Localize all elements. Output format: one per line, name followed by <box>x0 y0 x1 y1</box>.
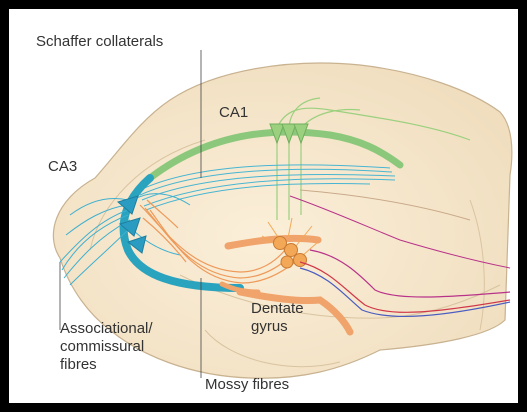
ca1-pyramidal-neurons <box>270 124 308 143</box>
label-associational-line2: commissural <box>60 338 144 356</box>
label-ca1: CA1 <box>219 104 248 122</box>
label-ca3: CA3 <box>48 158 77 176</box>
label-schaffer-collaterals: Schaffer collaterals <box>36 33 163 51</box>
label-associational-line1: Associational/ <box>60 320 153 338</box>
label-mossy-fibres: Mossy fibres <box>205 376 289 394</box>
label-associational-line3: fibres <box>60 356 97 374</box>
label-dentate-gyrus-line1: Dentate <box>251 300 304 318</box>
label-dentate-gyrus-line2: gyrus <box>251 318 288 336</box>
